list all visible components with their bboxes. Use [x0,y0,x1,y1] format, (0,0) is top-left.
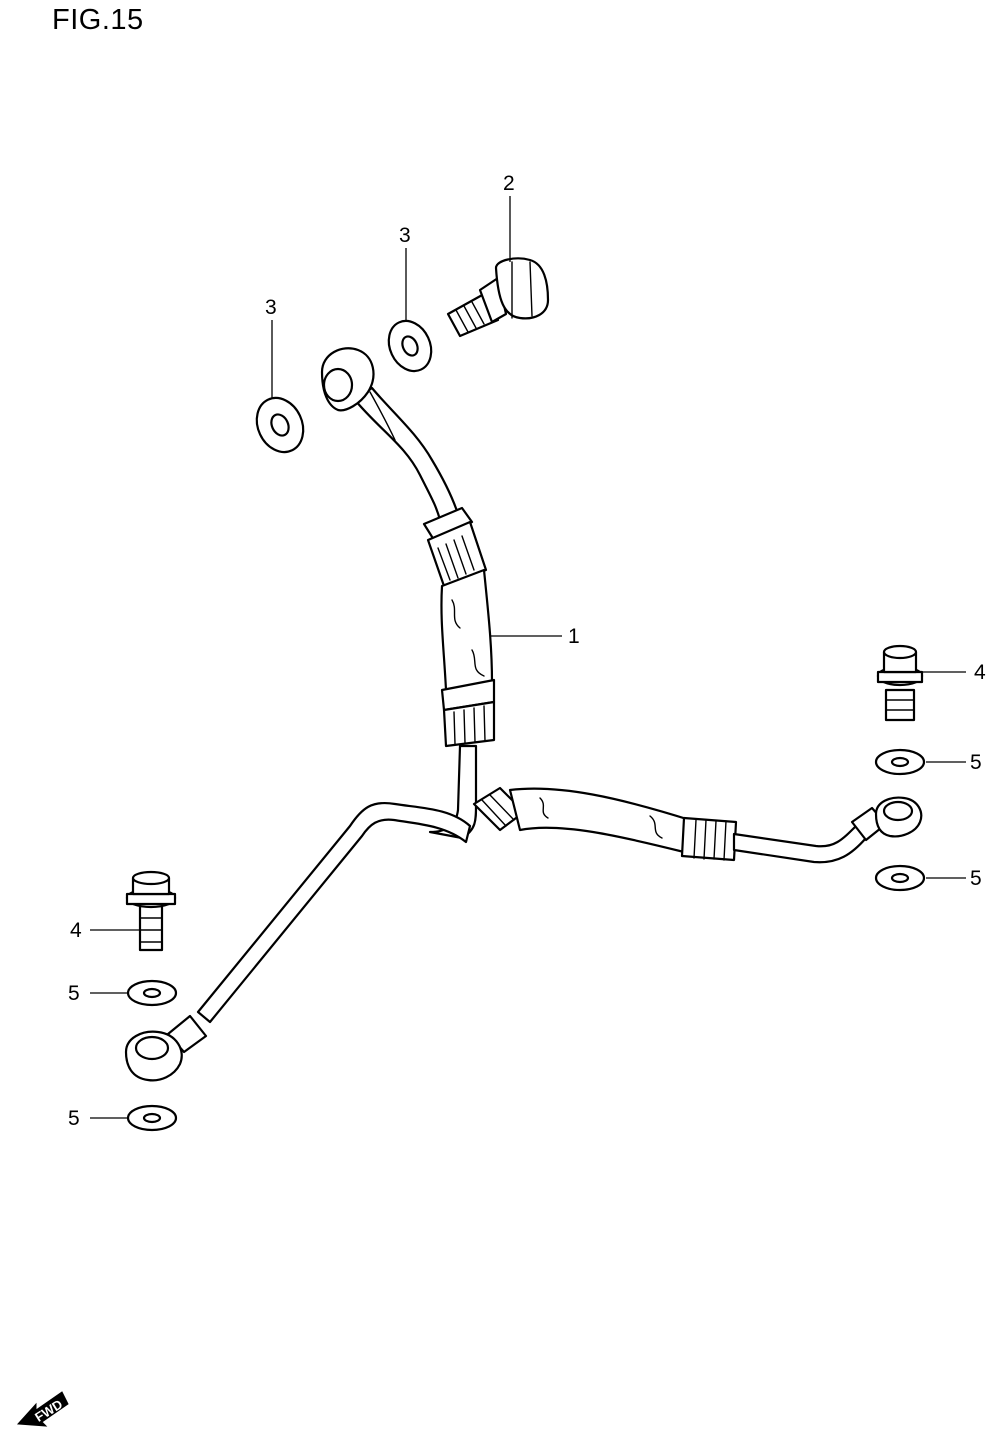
washer-left-bottom[interactable] [126,1104,178,1132]
callout-5-left-top: 5 [68,982,80,1005]
fwd-direction-arrow: FWD [16,1391,69,1427]
callout-5-right-top: 5 [970,751,982,774]
bolt-right[interactable] [876,644,924,722]
washer-upper-right[interactable] [381,314,439,378]
figure-title: FIG.15 [52,4,144,36]
leader-lines [90,196,966,1119]
union-bolt[interactable] [446,257,550,338]
washer-right-top[interactable] [874,748,926,776]
callout-4-right: 4 [974,661,986,684]
callout-5-right-bottom: 5 [970,867,982,890]
washer-left-top[interactable] [126,979,178,1007]
callout-4-left: 4 [70,919,82,942]
washer-upper-left[interactable] [248,390,312,459]
bolt-left[interactable] [125,870,177,952]
callout-5-left-bottom: 5 [68,1107,80,1130]
washer-right-bottom[interactable] [874,864,926,892]
callout-3-left: 3 [265,296,277,319]
callout-3-right: 3 [399,224,411,247]
callout-2: 2 [503,172,515,195]
callout-1: 1 [568,625,580,648]
hose-assembly[interactable] [124,347,923,1082]
